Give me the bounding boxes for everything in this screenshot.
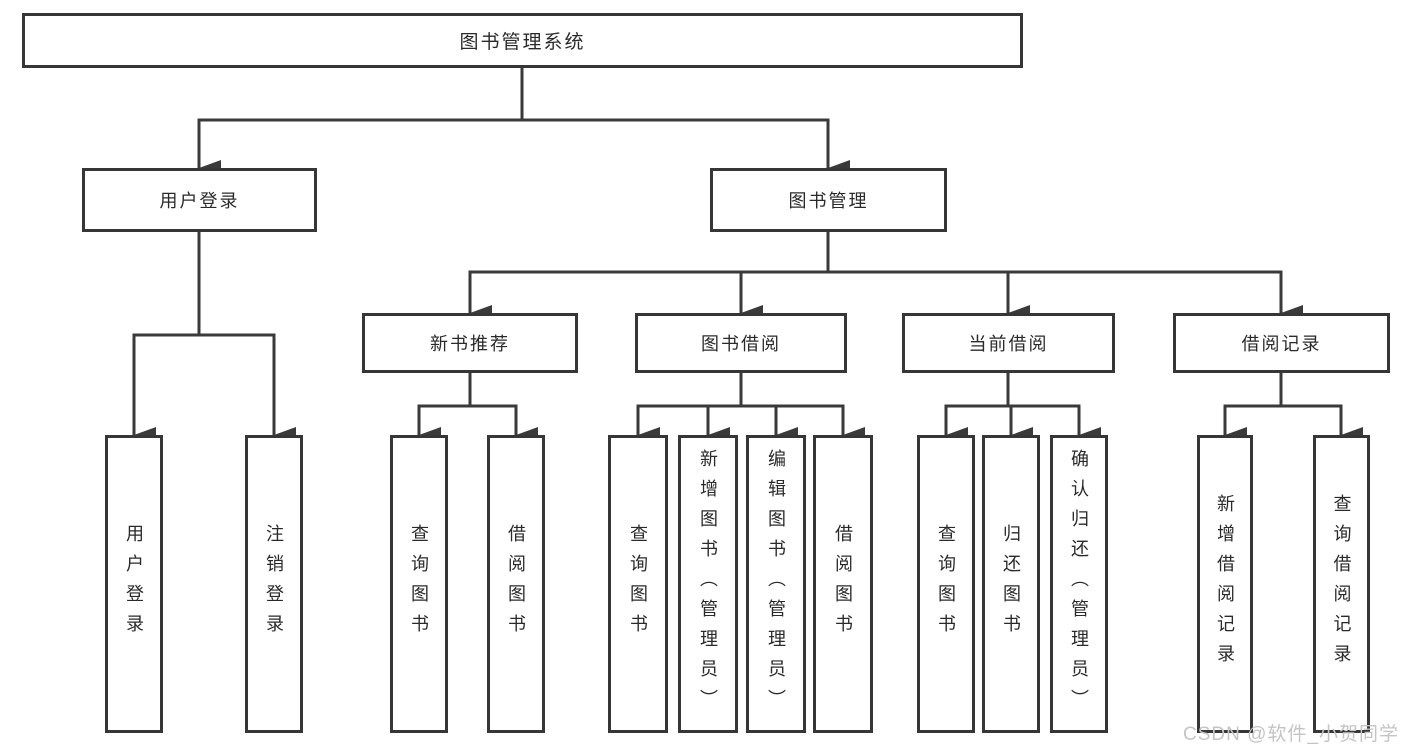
leaf-user-login: 用户登录 — [105, 435, 163, 733]
leaf-borrow-books-2: 借阅图书 — [813, 435, 873, 733]
node-label: 用户登录 — [124, 524, 144, 644]
node-label: 查询图书 — [409, 524, 429, 644]
node-label: 图书借阅 — [701, 334, 781, 354]
leaf-edit-books-admin: 编辑图书（管理员） — [746, 435, 806, 733]
leaf-add-borrow-record: 新增借阅记录 — [1197, 435, 1253, 733]
node-user-login: 用户登录 — [82, 168, 317, 232]
node-label: 借阅图书 — [506, 524, 526, 644]
node-label: 借阅记录 — [1241, 334, 1322, 354]
node-label: 当前借阅 — [968, 334, 1049, 354]
leaf-borrow-books: 借阅图书 — [487, 435, 545, 733]
node-label: 新书推荐 — [430, 334, 510, 354]
leaf-return-books: 归还图书 — [982, 435, 1040, 733]
node-label: 编辑图书（管理员） — [766, 449, 786, 719]
leaf-query-borrow-record: 查询借阅记录 — [1313, 435, 1370, 733]
node-label: 用户登录 — [159, 191, 240, 211]
node-book-management: 图书管理 — [710, 168, 947, 232]
node-label: 图书管理系统 — [459, 32, 586, 53]
leaf-query-books: 查询图书 — [390, 435, 448, 733]
node-label: 查询借阅记录 — [1331, 494, 1352, 674]
csdn-watermark: CSDN @软件_小贺同学 — [1183, 724, 1399, 745]
node-current-borrowing: 当前借阅 — [902, 313, 1115, 373]
leaf-add-books-admin: 新增图书（管理员） — [678, 435, 738, 733]
leaf-confirm-return-admin: 确认归还（管理员） — [1050, 435, 1108, 733]
node-label: 注销登录 — [264, 524, 284, 644]
node-label: 归还图书 — [1001, 524, 1021, 644]
node-label: 新增借阅记录 — [1215, 494, 1235, 674]
node-book-borrowing: 图书借阅 — [635, 313, 847, 373]
node-label: 查询图书 — [936, 524, 956, 644]
leaf-logout: 注销登录 — [245, 435, 303, 733]
node-label: 借阅图书 — [833, 524, 853, 644]
leaf-query-books-2: 查询图书 — [608, 435, 668, 733]
node-label: 确认归还（管理员） — [1069, 449, 1089, 719]
leaf-query-books-3: 查询图书 — [917, 435, 975, 733]
node-label: 查询图书 — [628, 524, 648, 644]
node-borrowing-records: 借阅记录 — [1173, 313, 1390, 373]
node-library-management-system: 图书管理系统 — [22, 13, 1023, 68]
node-label: 图书管理 — [788, 191, 869, 211]
node-label: 新增图书（管理员） — [698, 449, 718, 719]
node-new-book-recommend: 新书推荐 — [362, 313, 578, 373]
